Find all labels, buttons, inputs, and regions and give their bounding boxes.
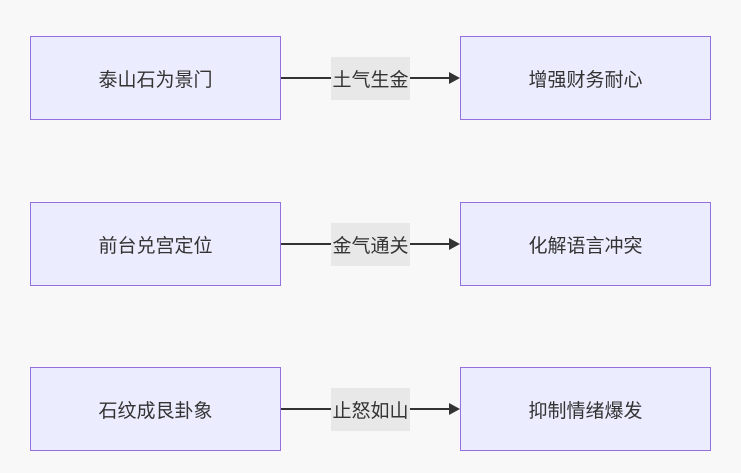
edge: 止怒如山	[281, 367, 460, 451]
flow-row: 泰山石为景门 土气生金 增强财务耐心	[30, 36, 711, 120]
target-node: 增强财务耐心	[460, 36, 711, 120]
flow-row: 前台兑宫定位 金气通关 化解语言冲突	[30, 202, 711, 286]
arrowhead-icon	[449, 238, 460, 250]
edge-label: 土气生金	[331, 56, 410, 100]
source-node: 泰山石为景门	[30, 36, 281, 120]
target-node: 化解语言冲突	[460, 202, 711, 286]
edge-label: 止怒如山	[331, 387, 410, 431]
arrowhead-icon	[449, 72, 460, 84]
source-node: 前台兑宫定位	[30, 202, 281, 286]
flow-row: 石纹成艮卦象 止怒如山 抑制情绪爆发	[30, 367, 711, 451]
edge-label: 金气通关	[331, 222, 410, 266]
edge: 土气生金	[281, 36, 460, 120]
edge: 金气通关	[281, 202, 460, 286]
source-node: 石纹成艮卦象	[30, 367, 281, 451]
target-node: 抑制情绪爆发	[460, 367, 711, 451]
arrowhead-icon	[449, 403, 460, 415]
